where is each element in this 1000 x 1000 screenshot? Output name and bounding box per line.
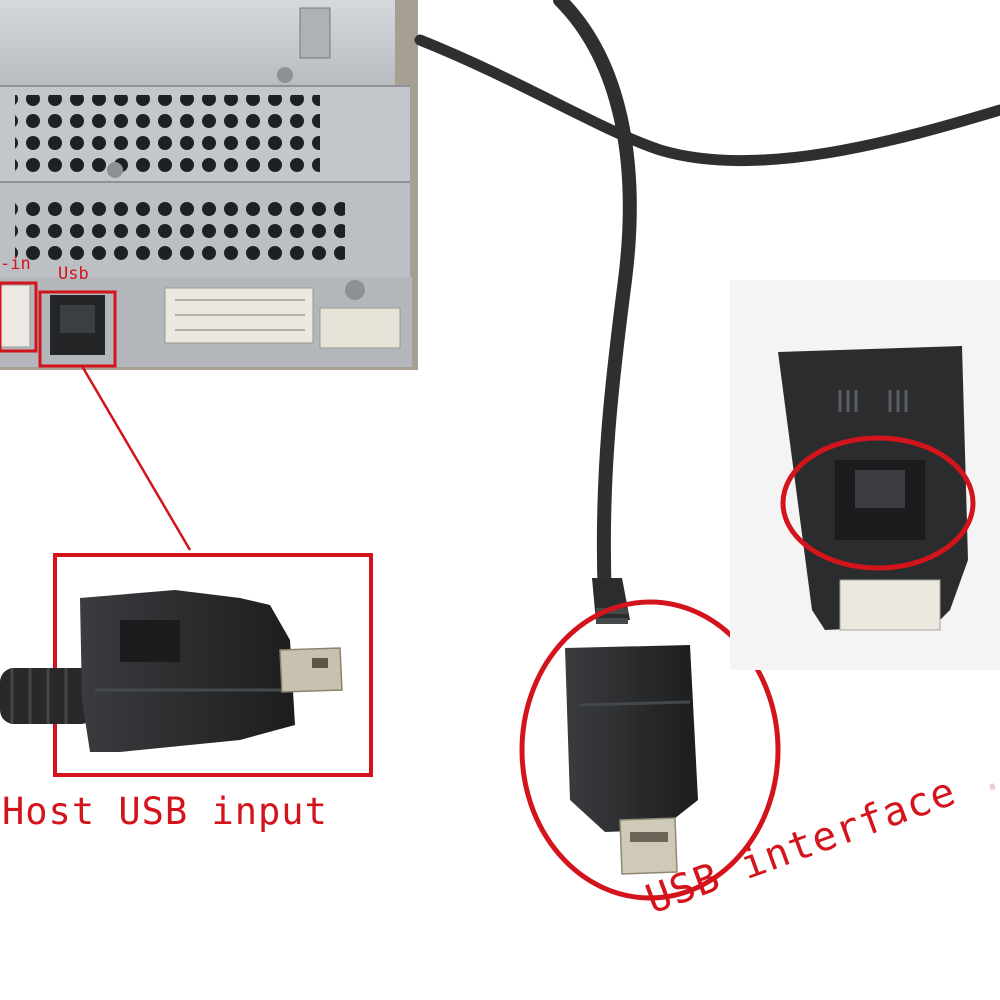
usb-socket-closeup [730,280,1000,670]
mini-usb-metal-tip [619,817,678,875]
host-plug-metal-tip [279,647,343,693]
aux-in-label: -in [0,254,31,274]
usb-cable [414,0,1000,607]
pointer-line [80,365,192,551]
host-usb-input-label: Host USB input [2,790,328,833]
usb-port-label: Usb [58,264,89,284]
mini-usb-highlight-circle [519,599,781,901]
radio-chassis-photo [0,0,418,370]
mini-usb-plug-body [565,645,698,832]
usb-socket-white-connector [839,579,941,631]
host-plug-body [80,590,295,752]
usb-port-highlight-box [38,290,117,368]
mini-usb-plug-closeup [519,578,781,901]
host-plug-closeup [0,553,373,777]
usb-socket-highlight-circle [780,435,976,571]
aux-in-connector [0,284,31,348]
